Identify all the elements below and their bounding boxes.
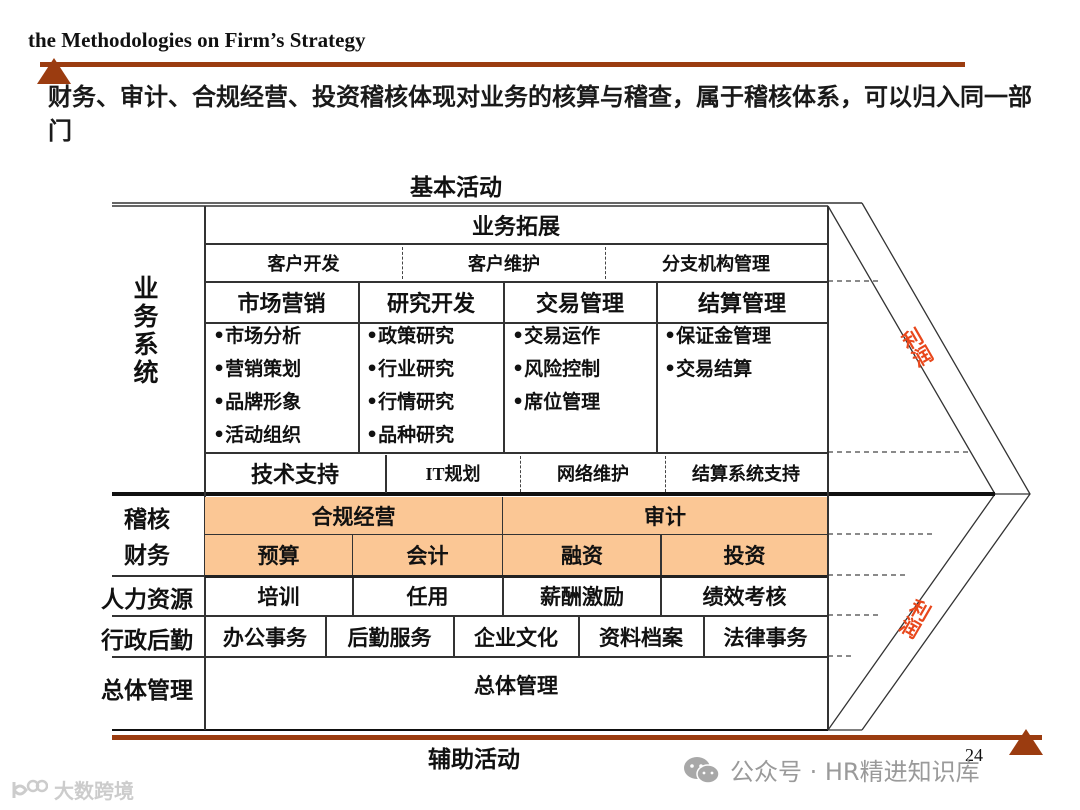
divider [112, 656, 205, 658]
watermark-left-text: 大数跨境 [54, 779, 134, 803]
list-item: •交易运作 [512, 325, 601, 347]
header-rule [40, 62, 965, 67]
dept-title-trading: 交易管理 [535, 292, 624, 317]
row-label-audit: 稽核 [124, 507, 170, 533]
list-item: •活动组织 [213, 424, 302, 446]
dept-list-trading: •交易运作 •风险控制 •席位管理 [512, 320, 600, 419]
cell-audit: 审计 [503, 497, 827, 534]
dashed-divider [520, 456, 521, 492]
list-item: •市场分析 [213, 325, 302, 347]
list-item: •行情研究 [366, 391, 455, 413]
expansion-item-client-maintenance: 客户维护 [468, 253, 540, 275]
support-activities-label: 辅助活动 [428, 747, 520, 773]
divider [205, 452, 827, 454]
watermark-left: 大数跨境 [8, 775, 134, 804]
row-label-finance: 财务 [124, 543, 170, 569]
divider [112, 575, 205, 577]
divider [578, 617, 580, 656]
list-item: •行业研究 [366, 358, 455, 380]
divider [205, 281, 827, 283]
watermark-right: 公众号 · HR精进知识库 [682, 752, 980, 787]
divider [703, 617, 705, 656]
divider [205, 534, 827, 536]
dept-list-rnd: •政策研究 •行业研究 •行情研究 •品种研究 [366, 320, 454, 452]
wechat-icon [684, 756, 720, 784]
divider [385, 455, 387, 493]
divider [205, 615, 827, 617]
divider [205, 575, 827, 578]
tech-support-title: 技术支持 [250, 463, 339, 488]
tech-item-settlement-system: 结算系统支持 [692, 464, 800, 485]
cell-accounting: 会计 [353, 535, 502, 575]
watermark-text: 公众号 · HR精进知识库 [730, 758, 980, 786]
tech-item-network: 网络维护 [557, 464, 629, 485]
business-expansion-title: 业务拓展 [471, 215, 560, 240]
dept-title-marketing: 市场营销 [237, 292, 326, 317]
slide-subtitle: 财务、审计、合规经营、投资稽核体现对业务的核算与稽查，属于稽核体系，可以归入同一… [48, 83, 1032, 145]
divider [205, 322, 827, 324]
cell-financing: 融资 [503, 535, 661, 575]
cell-logistics: 后勤服务 [347, 625, 432, 650]
list-item: •风险控制 [512, 358, 601, 380]
cell-legal-affairs: 法律事务 [723, 625, 808, 650]
footer-rule [112, 735, 1042, 740]
list-item: •保证金管理 [664, 325, 772, 347]
tech-item-it-planning: IT规划 [425, 464, 481, 484]
list-item: •交易结算 [664, 358, 753, 380]
divider [502, 577, 504, 615]
dashed-divider [605, 247, 606, 279]
grid-left-border [204, 206, 206, 730]
basic-activities-label: 基本活动 [410, 175, 502, 201]
dept-title-settlement: 结算管理 [697, 292, 786, 317]
cell-compensation: 薪酬激励 [540, 585, 624, 609]
divider [656, 282, 658, 452]
list-item: •席位管理 [512, 391, 601, 413]
footer-triangle-icon [1009, 729, 1043, 755]
row-label-general: 总体管理 [101, 678, 193, 704]
dashed-divider [402, 247, 403, 279]
divider [112, 615, 205, 617]
cell-archives: 资料档案 [599, 625, 683, 650]
cell-corporate-culture: 企业文化 [474, 625, 558, 650]
dashed-divider [665, 456, 666, 492]
list-item: •品牌形象 [213, 391, 302, 413]
divider [325, 617, 327, 656]
row-label-admin: 行政后勤 [101, 628, 193, 654]
cell-budget: 预算 [205, 535, 352, 575]
cell-performance: 绩效考核 [702, 585, 787, 609]
cell-investment: 投资 [662, 535, 827, 575]
cell-compliance: 合规经营 [205, 497, 502, 534]
page-number: 24 [965, 745, 983, 765]
slide-title: the Methodologies on Firm’s Strategy [28, 28, 366, 52]
brand-logo-icon [12, 779, 48, 798]
cell-office-affairs: 办公事务 [223, 625, 307, 650]
list-item: •品种研究 [366, 424, 455, 446]
list-item: •政策研究 [366, 325, 455, 347]
cell-training: 培训 [257, 585, 300, 609]
row-label-hr: 人力资源 [101, 587, 193, 613]
grid-right-border [827, 206, 829, 730]
list-item: •营销策划 [213, 358, 302, 380]
divider [453, 617, 455, 656]
divider [358, 282, 360, 452]
divider [503, 282, 505, 452]
cell-appointment: 任用 [406, 585, 449, 609]
dept-list-marketing: •市场分析 •营销策划 •品牌形象 •活动组织 [213, 320, 301, 452]
dept-title-rnd: 研究开发 [386, 292, 475, 317]
cell-general-management: 总体管理 [474, 674, 558, 698]
business-system-label: 业务系统 [133, 274, 159, 387]
header-triangle-icon [37, 58, 71, 84]
dept-list-settlement: •保证金管理 •交易结算 [664, 320, 771, 386]
expansion-item-branch-management: 分支机构管理 [662, 253, 770, 275]
divider [205, 243, 827, 245]
divider [205, 656, 827, 658]
divider [502, 497, 504, 575]
expansion-item-client-development: 客户开发 [267, 253, 340, 275]
